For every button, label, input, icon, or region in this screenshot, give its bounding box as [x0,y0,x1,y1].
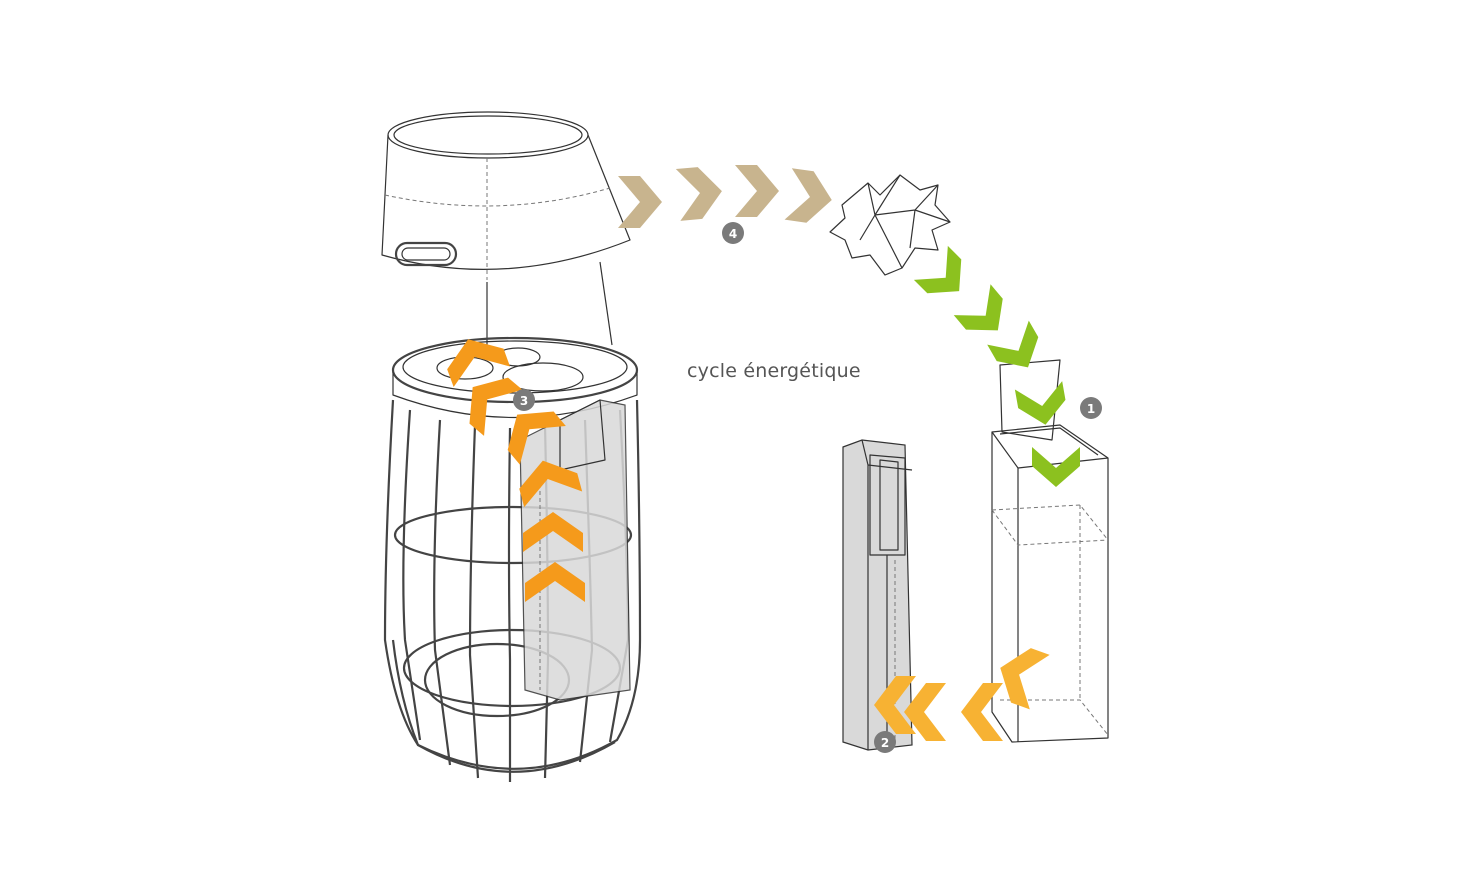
step-1-chevron [1032,447,1080,487]
step-4-number: 4 [729,227,737,241]
step-4-chevron [676,165,724,221]
diagram-caption: cycle énergétique [687,360,861,382]
barrel-cage-illustration [385,338,640,782]
step-2-chevron [990,641,1049,710]
step-4-badge: 4 [722,222,744,244]
lampshade-illustration [382,112,630,345]
step-2-number: 2 [881,736,889,750]
step-1-chevron [1015,381,1069,429]
step-3-number: 3 [520,394,528,408]
step-4-chevron [618,176,662,228]
step-4-arrows [618,165,835,228]
step-4-chevron [785,168,836,226]
step-3-badge: 3 [513,389,535,411]
step-2-badge: 2 [874,731,896,753]
step-4-chevron [735,165,779,217]
step-1-badge: 1 [1080,397,1102,419]
step-1-chevron [954,284,1016,345]
step-1-arrows [914,246,1080,487]
step-1-chevron [914,246,976,308]
step-1-number: 1 [1087,402,1095,416]
crumpled-paper-illustration [830,175,950,275]
step-2-chevron [961,683,1003,741]
